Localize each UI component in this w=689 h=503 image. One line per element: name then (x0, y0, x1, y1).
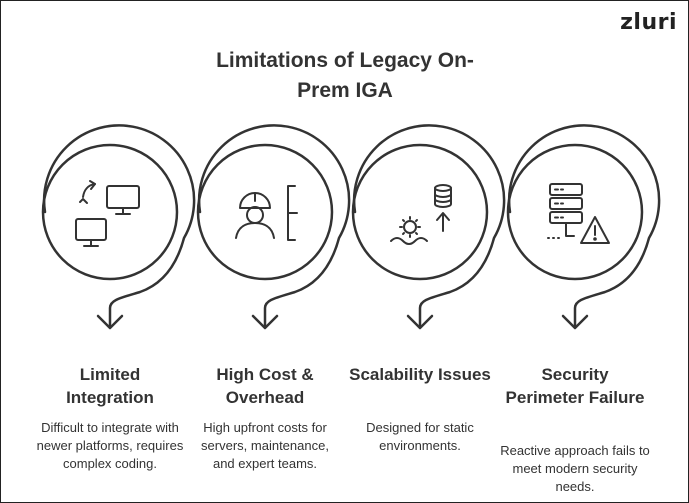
stage-1-ring (41, 124, 196, 330)
item-4-description: Reactive approach fails to meet modern s… (500, 443, 650, 494)
item-2-heading: High Cost & Overhead (216, 365, 314, 407)
database-scale-icon (390, 184, 452, 245)
stage-2-ring (196, 124, 351, 330)
monitors-sync-icon (75, 180, 140, 247)
item-3-description: Designed for static environments. (366, 420, 474, 453)
stage-3-ring (351, 124, 506, 330)
server-warning-icon (547, 183, 610, 244)
item-3-heading: Scalability Issues (349, 365, 491, 384)
item-2-description: High upfront costs for servers, maintena… (201, 420, 329, 471)
stage-4-ring (506, 124, 661, 330)
engineer-icon (235, 185, 298, 241)
zluri-logo: zluri (620, 10, 677, 35)
item-4-heading: Security Perimeter Failure (505, 365, 645, 407)
item-1-heading: Limited Integration (66, 365, 154, 407)
item-1-description: Difficult to integrate with newer platfo… (36, 420, 184, 471)
page-title: Limitations of Legacy On-Prem IGA (216, 49, 474, 102)
